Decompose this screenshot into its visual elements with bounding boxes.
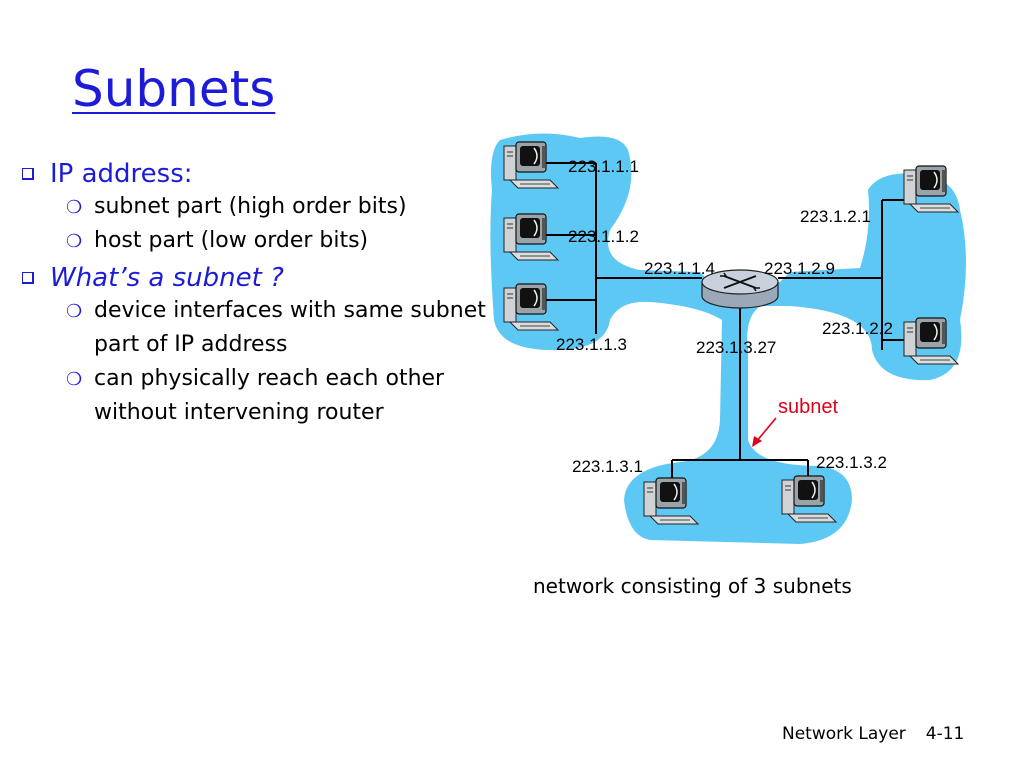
ip-label-223-1-3-27: 223.1.3.27 bbox=[696, 338, 776, 357]
ip-label-223-1-1-2: 223.1.1.2 bbox=[568, 227, 639, 246]
slide-title: Subnets bbox=[72, 60, 276, 118]
circle-bullet-icon: ❍ bbox=[66, 197, 83, 218]
sub-bullet: ❍ device interfaces with same subnet par… bbox=[22, 294, 582, 362]
bullet-list: IP address: ❍ subnet part (high order bi… bbox=[22, 154, 582, 430]
ip-label-223-1-3-1: 223.1.3.1 bbox=[572, 457, 643, 476]
footer-section: Network Layer bbox=[782, 724, 906, 744]
ip-label-223-1-2-9: 223.1.2.9 bbox=[764, 259, 835, 278]
sub-bullet: ❍ can physically reach each other withou… bbox=[22, 362, 582, 430]
bullet-text: What’s a subnet ? bbox=[50, 263, 284, 293]
sub-bullet-text: host part (low order bits) bbox=[94, 228, 369, 253]
circle-bullet-icon: ❍ bbox=[66, 301, 83, 322]
diagram-caption: network consisting of 3 subnets bbox=[533, 574, 852, 598]
router-icon bbox=[701, 269, 779, 309]
ip-label-223-1-3-2: 223.1.3.2 bbox=[816, 453, 887, 472]
sub-bullet-text: subnet part (high order bits) bbox=[94, 194, 407, 219]
circle-bullet-icon: ❍ bbox=[66, 369, 83, 390]
square-bullet-icon bbox=[22, 168, 34, 180]
circle-bullet-icon: ❍ bbox=[66, 231, 83, 252]
slide-footer: Network Layer 4-11 bbox=[782, 724, 964, 744]
ip-label-223-1-2-1: 223.1.2.1 bbox=[800, 207, 871, 226]
sub-bullet-text: can physically reach each other bbox=[94, 366, 445, 391]
footer-page-number: 4-11 bbox=[925, 724, 965, 744]
sub-bullet-text-cont: part of IP address bbox=[94, 332, 288, 357]
bullet-whats-subnet: What’s a subnet ? bbox=[22, 262, 582, 294]
network-links bbox=[546, 162, 910, 486]
ip-label-223-1-1-4: 223.1.1.4 bbox=[644, 259, 715, 278]
subnet-label: subnet bbox=[778, 396, 838, 418]
ip-label-223-1-1-3: 223.1.1.3 bbox=[556, 335, 627, 354]
sub-bullet: ❍ subnet part (high order bits) bbox=[22, 190, 582, 224]
ip-label-223-1-1-1: 223.1.1.1 bbox=[568, 157, 639, 176]
sub-bullet-text-cont: without intervening router bbox=[94, 400, 384, 425]
subnet-cloud bbox=[490, 133, 966, 545]
sub-bullet-text: device interfaces with same subnet bbox=[94, 298, 486, 323]
sub-bullet: ❍ host part (low order bits) bbox=[22, 224, 582, 258]
square-bullet-icon bbox=[22, 272, 34, 284]
ip-label-223-1-2-2: 223.1.2.2 bbox=[822, 319, 893, 338]
bullet-ip-address: IP address: bbox=[22, 158, 582, 190]
bullet-text: IP address: bbox=[50, 159, 193, 189]
arrow-icon bbox=[752, 417, 777, 447]
